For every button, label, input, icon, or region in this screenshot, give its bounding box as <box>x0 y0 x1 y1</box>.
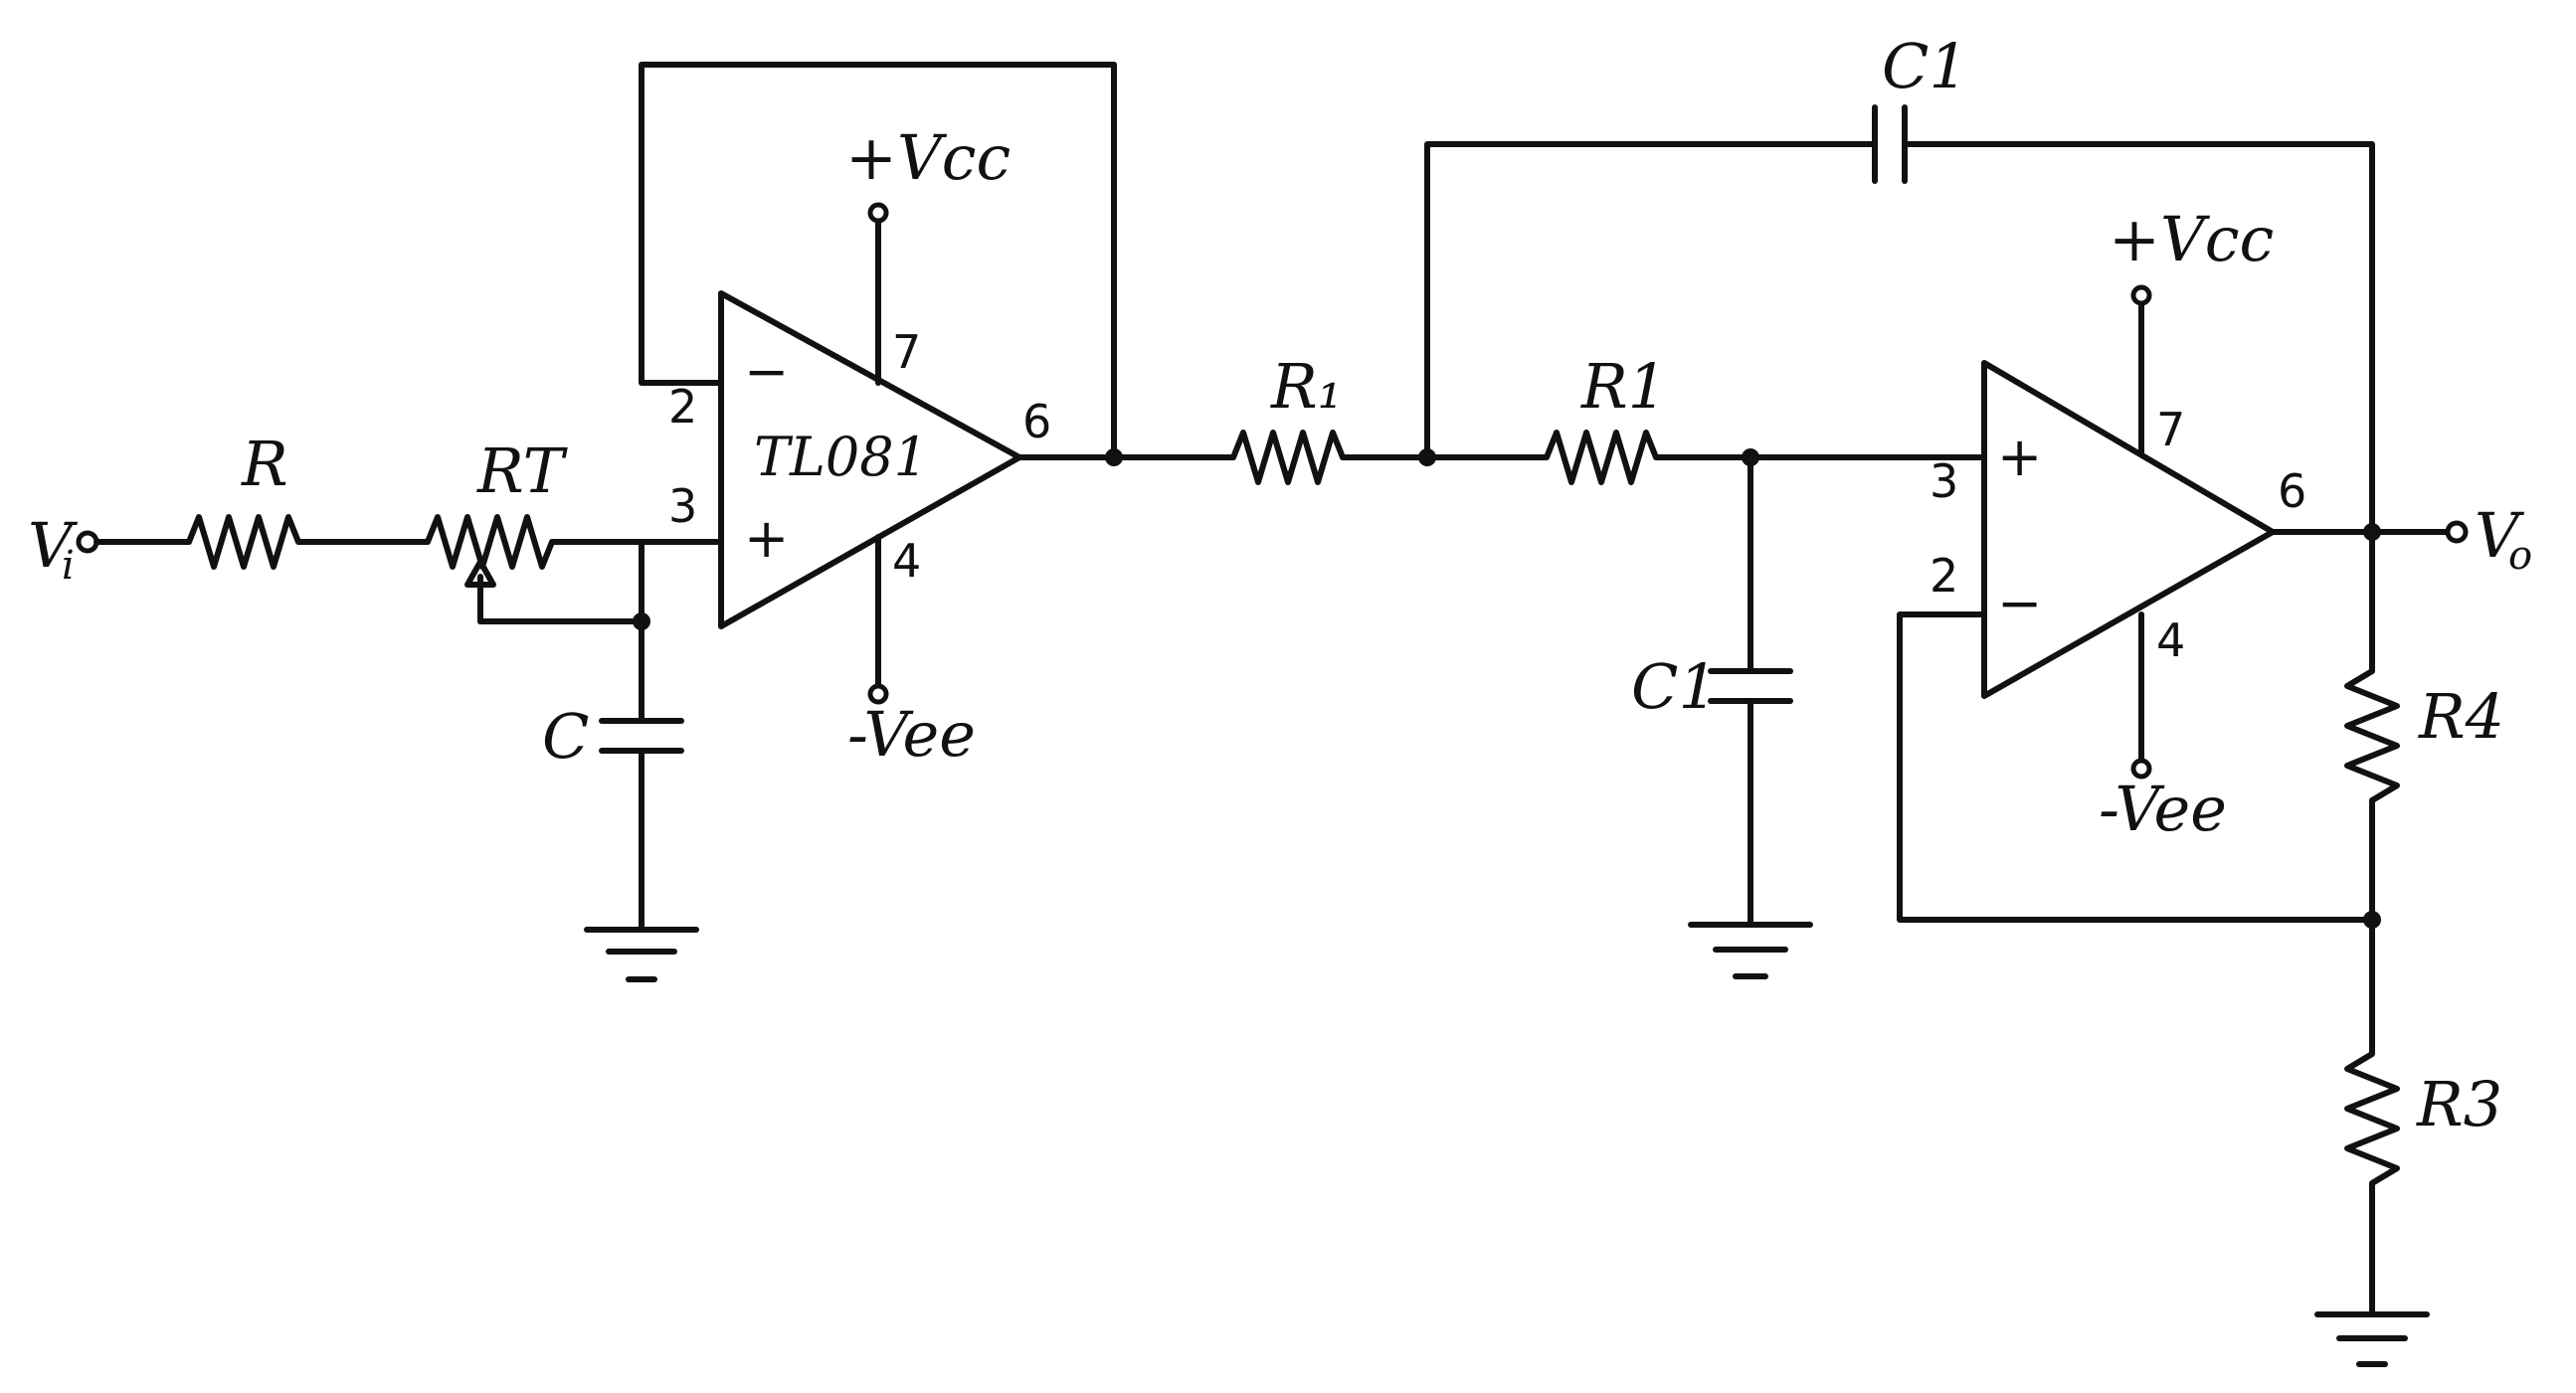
opamp-2-triangle <box>1981 360 2276 699</box>
vee-1-terminal <box>867 683 889 705</box>
opamp-1-label: TL081 <box>754 426 928 488</box>
r3-label: R3 <box>2416 1068 2502 1140</box>
rt-wiper-arrow <box>464 559 496 588</box>
rt-label: RT <box>476 435 569 507</box>
c1-top-label: C1 <box>1882 30 1968 102</box>
wire-negative-feedback <box>1897 611 2375 923</box>
resistor-r1-second <box>1529 430 1674 485</box>
vi-label: V <box>28 509 79 582</box>
opamp-1-triangle <box>718 290 1022 629</box>
output-terminal <box>2445 520 2469 544</box>
opamp-1-pin-3: 3 <box>668 479 697 533</box>
vo-label-sub: o <box>2508 533 2532 579</box>
opamp-1-plus-sign: + <box>744 507 789 570</box>
vee-2-label: -Vee <box>2099 773 2227 845</box>
vcc-1-terminal <box>867 202 889 224</box>
opamp-1-pin-4: 4 <box>892 534 921 588</box>
opamp-2-pin-7: 7 <box>2156 403 2185 456</box>
vi-label-sub: i <box>62 543 75 589</box>
wire-follower-feedback <box>639 62 1117 460</box>
opamp-1-pin-2: 2 <box>668 380 697 434</box>
opamp-2-pin-6: 6 <box>2278 464 2306 518</box>
opamp-1-pin-7: 7 <box>892 325 921 379</box>
wire-c1-top-right <box>1902 141 2375 535</box>
resistor-r1-first <box>1215 430 1361 485</box>
vo-label: V <box>2475 499 2525 572</box>
vee-2-terminal <box>2130 758 2152 780</box>
c1-shunt-label: C1 <box>1631 650 1718 723</box>
ground-symbol-3 <box>2314 1311 2430 1367</box>
vcc-2-label: +Vcc <box>2109 203 2274 275</box>
opamp-2-pin-4: 4 <box>2156 613 2185 667</box>
potentiometer-rt <box>410 514 565 570</box>
ground-symbol-1 <box>584 927 699 982</box>
vcc-1-label: +Vcc <box>845 121 1011 194</box>
resistor-r <box>171 514 311 570</box>
c-label: C <box>542 700 589 773</box>
resistor-r3 <box>2344 1041 2400 1196</box>
r-label: R <box>241 428 288 500</box>
opamp-2-pin-3: 3 <box>1930 454 1958 508</box>
r1-first-label: R₁ <box>1270 350 1343 423</box>
opamp-2-minus-sign: − <box>1997 572 2042 634</box>
vcc-2-terminal <box>2130 284 2152 306</box>
opamp-2-plus-sign: + <box>1997 426 2042 488</box>
wire-c1-top-left <box>1424 141 1878 460</box>
r1-second-label: R1 <box>1580 350 1667 423</box>
opamp-1-pin-6: 6 <box>1022 395 1051 448</box>
ground-symbol-2 <box>1688 922 1813 979</box>
r4-label: R4 <box>2418 680 2504 753</box>
opamp-2-pin-2: 2 <box>1930 549 1958 603</box>
vee-1-label: -Vee <box>847 698 976 771</box>
junction-opamp1-out <box>1105 448 1123 466</box>
resistor-r4 <box>2344 658 2400 813</box>
opamp-1-minus-sign: − <box>744 340 789 403</box>
